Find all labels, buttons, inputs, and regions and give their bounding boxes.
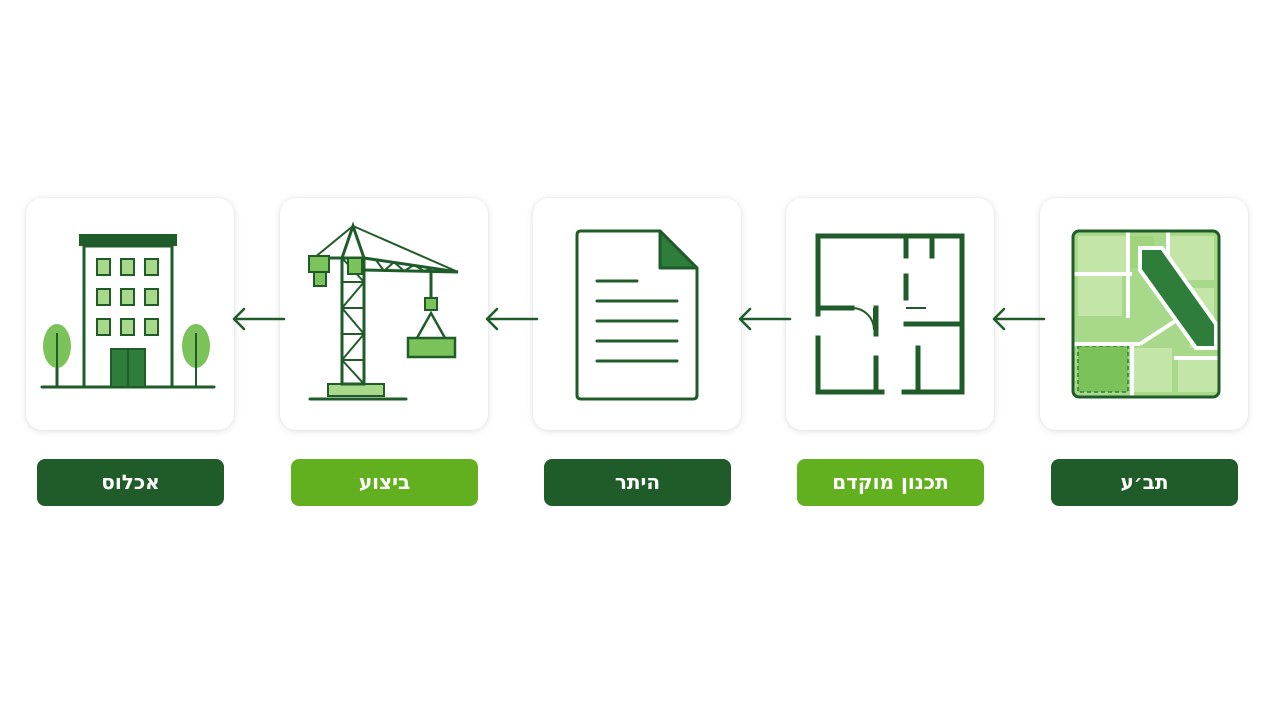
document-icon [575, 229, 699, 401]
arrow-left-icon [992, 307, 1046, 331]
step-card-execution [280, 198, 488, 430]
step-label-permit: היתר [544, 459, 731, 506]
crane-icon [308, 221, 459, 401]
arrow-left-icon [485, 307, 539, 331]
arrow-left-icon [738, 307, 792, 331]
building-icon [40, 234, 216, 389]
floor-plan-icon [815, 233, 965, 395]
step-label-zoning-plan: תב׳ע [1051, 459, 1238, 506]
step-card-permit [533, 198, 741, 430]
step-card-occupancy [26, 198, 234, 430]
zoning-map-icon [1071, 229, 1221, 399]
arrow-left-icon [232, 307, 286, 331]
step-label-execution: ביצוע [291, 459, 478, 506]
step-card-preliminary-planning [786, 198, 994, 430]
step-label-occupancy: אכלוס [37, 459, 224, 506]
step-label-preliminary-planning: תכנון מוקדם [797, 459, 984, 506]
step-card-zoning-plan [1040, 198, 1248, 430]
